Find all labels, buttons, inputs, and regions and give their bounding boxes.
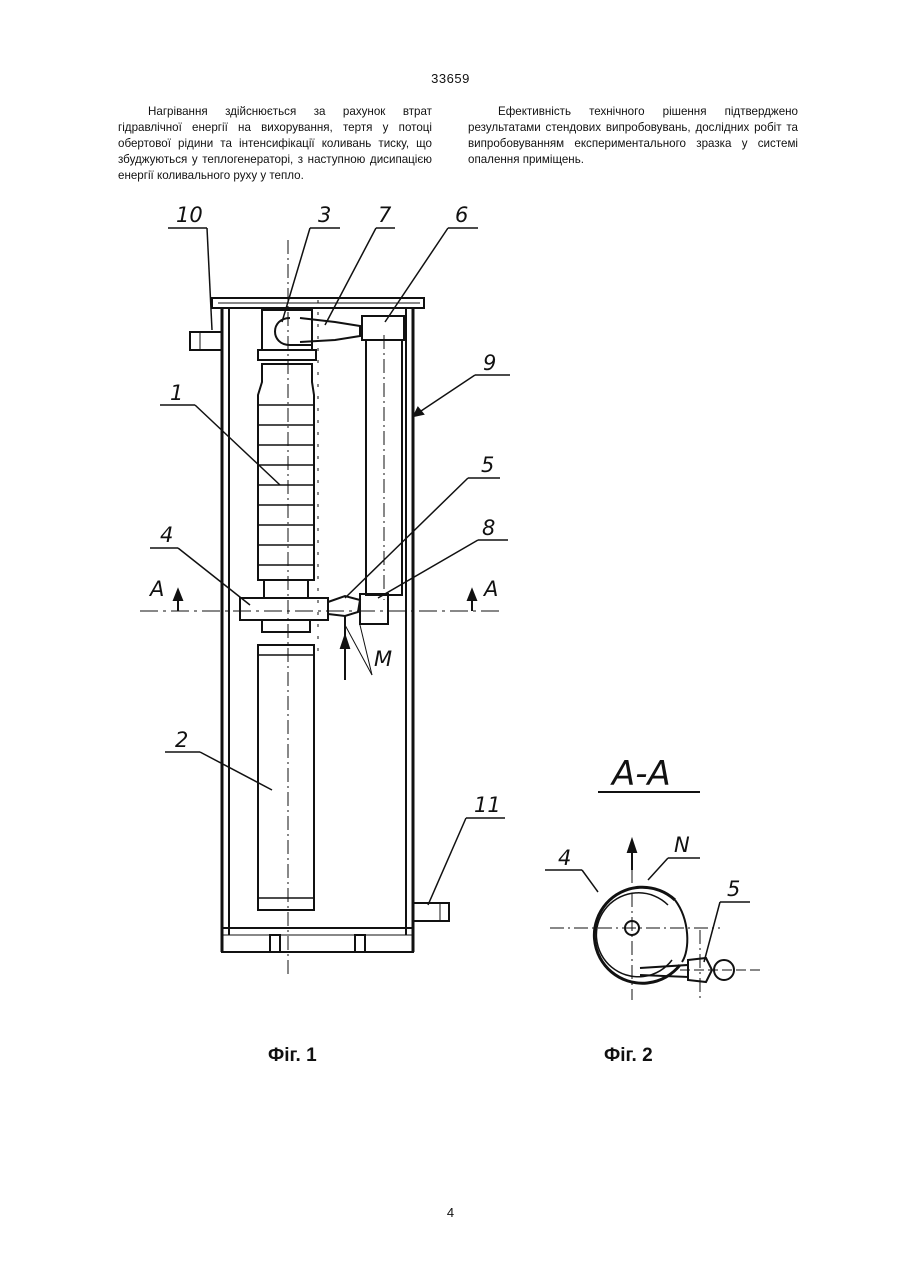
leader-11 [428, 818, 466, 905]
section-arrowhead-right [468, 590, 476, 600]
section-arrowhead-left [174, 590, 182, 600]
label-8: 8 [482, 516, 495, 540]
foot-right [355, 935, 365, 952]
label-6: 6 [455, 203, 468, 227]
chamber-lower-ring [262, 620, 310, 632]
fig2-tangential-pipe [640, 965, 688, 977]
nozzle-7 [300, 318, 360, 342]
fig2-label-n: N [674, 833, 690, 857]
page-number: 4 [0, 1205, 901, 1220]
label-4: 4 [160, 523, 173, 547]
outlet-pipe-11 [413, 903, 449, 921]
label-5: 5 [481, 453, 494, 477]
m-leader [360, 625, 372, 675]
swirl-chamber-4 [240, 598, 328, 620]
label-2: 2 [175, 728, 188, 752]
fig2-leader-n [648, 858, 668, 880]
pump-coupling [264, 580, 308, 598]
block-8 [360, 594, 388, 624]
spiral-outer [594, 887, 680, 983]
figure2-caption: Фіг. 2 [604, 1045, 653, 1067]
leader-7 [325, 228, 376, 325]
fig2-leader-5 [704, 902, 720, 962]
m-arrowhead [341, 636, 349, 648]
label-m: M [374, 647, 392, 671]
section-title: A-A [610, 754, 671, 794]
motor-2 [258, 645, 314, 910]
leader-2 [200, 752, 272, 790]
injector-5 [328, 596, 360, 616]
leader-9-arrowhead [414, 408, 423, 416]
label-10: 10 [176, 203, 203, 227]
label-11: 11 [474, 793, 501, 817]
figure1-drawing: 10 3 7 6 9 1 5 8 4 A A M 2 11 [140, 203, 510, 975]
label-section-right: A [482, 577, 498, 601]
fig2-leader-4 [582, 870, 598, 892]
label-3: 3 [318, 203, 331, 227]
inlet-pipe-10 [190, 332, 222, 350]
leader-8 [378, 540, 478, 598]
unit-3-flange [258, 350, 316, 360]
label-7: 7 [378, 203, 392, 227]
leader-10 [207, 228, 212, 330]
figure1-caption: Фіг. 1 [268, 1045, 317, 1067]
m-leader [345, 625, 372, 675]
leader-9 [415, 375, 475, 415]
label-1: 1 [170, 381, 183, 405]
figure2-drawing: A-A 4 N 5 [545, 754, 760, 1000]
spiral-tongue [675, 900, 687, 962]
fig2-flow-arrowhead [628, 840, 636, 852]
collector-6 [362, 316, 404, 340]
fig2-label-4: 4 [558, 846, 571, 870]
bottom-plate [222, 928, 413, 952]
fig2-label-5: 5 [727, 877, 740, 901]
foot-left [270, 935, 280, 952]
leader-4 [178, 548, 250, 605]
label-9: 9 [483, 351, 496, 375]
label-section-left: A [148, 577, 164, 601]
